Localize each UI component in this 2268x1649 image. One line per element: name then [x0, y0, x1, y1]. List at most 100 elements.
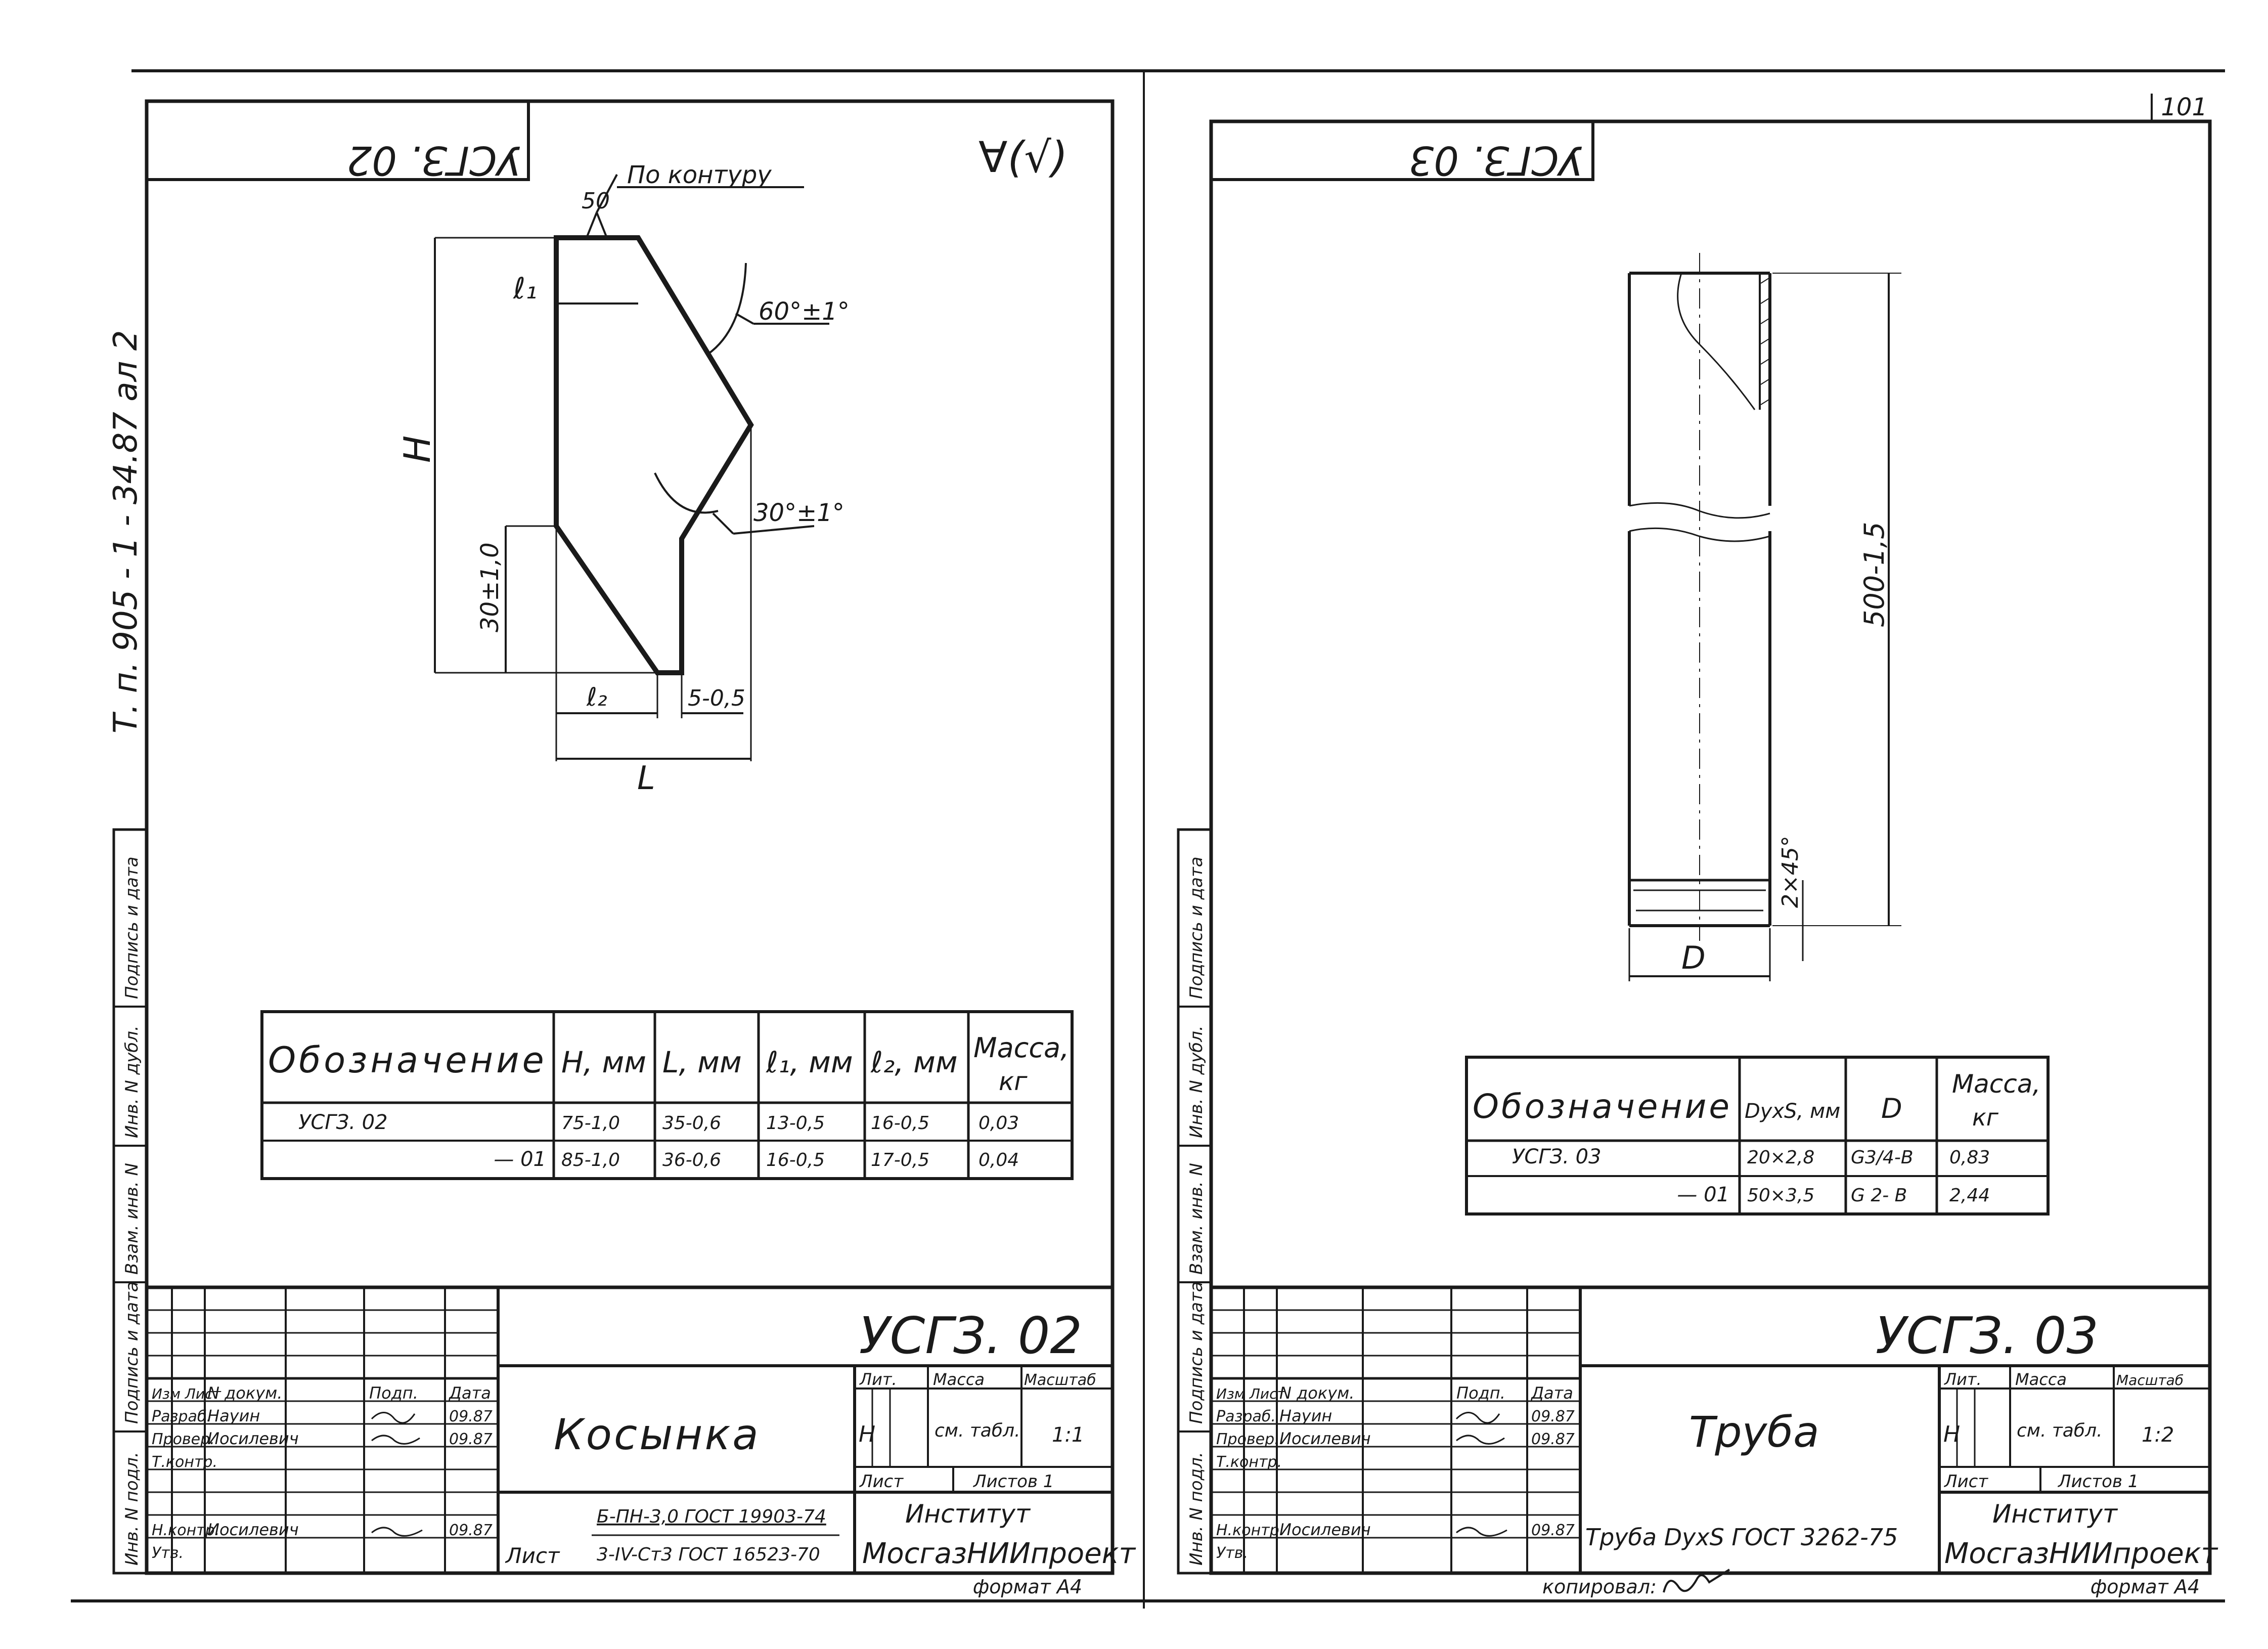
tb-copied: копировал:: [1542, 1576, 1657, 1598]
tb-role: Провер.: [1216, 1430, 1279, 1448]
strip-label-podpis2: Подпись и дата: [122, 856, 142, 999]
th-l2: ℓ₂, мм: [870, 1045, 958, 1079]
tb-mass-value: см. табл.: [935, 1420, 1020, 1441]
th-mass: Масса,: [973, 1032, 1069, 1064]
tb-list: Лист: [859, 1471, 904, 1492]
tb-date: 09.87: [449, 1430, 493, 1448]
cell: G3/4-B: [1851, 1147, 1914, 1168]
tb-mashtab: Масштаб: [2116, 1372, 2184, 1388]
tb-lit: Лит.: [1944, 1370, 1982, 1389]
tb-lit-value: Н: [1943, 1421, 1960, 1447]
angle-30: 30°±1°: [753, 499, 844, 527]
tb-name: Науин: [1279, 1406, 1332, 1425]
tb-lit: Лит.: [859, 1370, 897, 1389]
contour-note: По контуру: [627, 161, 772, 189]
strip-label-inv-podl: Инв. N подл.: [1186, 1452, 1207, 1566]
tb-listov: Листов 1: [2057, 1471, 2139, 1492]
th-dys: DyxS, мм: [1745, 1100, 1840, 1123]
dim-l1: ℓ₁: [513, 271, 537, 306]
right-title-block: Изм Лист Разраб. Провер. Т.контр. Н.конт…: [1211, 1285, 2218, 1598]
tb-name: N докум.: [207, 1383, 282, 1403]
tb-name: Науин: [207, 1406, 260, 1425]
tb-role: Н.контр.: [152, 1522, 219, 1539]
left-sheet-frame: [145, 99, 1115, 1575]
tb-material: Труба DyxS ГОСТ 3262-75: [1585, 1524, 1898, 1551]
left-spec-table: Обозначение H, мм L, мм ℓ₁, мм ℓ₂, мм Ма…: [260, 1010, 1074, 1180]
strip-label-podpis2: Подпись и дата: [1186, 856, 1207, 999]
th-mass-unit: кг: [999, 1067, 1028, 1096]
tb-institute: Институт: [1992, 1499, 2118, 1529]
cell: 0,04: [979, 1150, 1019, 1170]
right-stamp-code: УСГЗ. 03: [1409, 137, 1583, 183]
tb-material-label: Лист: [505, 1543, 560, 1568]
tb-name: N докум.: [1279, 1383, 1354, 1403]
document-code: Т. п. 905 - 1 - 34.87 ал 2: [107, 330, 145, 734]
strip-label-vzam: Взам. инв. N: [122, 1163, 142, 1275]
dim-length: 500-1,5: [1858, 522, 1890, 627]
strip-label-dubl: Инв. N дубл.: [1186, 1025, 1207, 1138]
tb-date: 09.87: [449, 1408, 493, 1425]
th-l: L, мм: [662, 1045, 742, 1079]
tb-institute: Институт: [905, 1499, 1031, 1529]
tb-col-podp: Подп.: [1456, 1383, 1505, 1403]
angle-60: 60°±1°: [759, 297, 850, 326]
tb-name: Иосилевич: [207, 1520, 299, 1539]
tb-role: Т.контр.: [152, 1453, 217, 1471]
tb-role: Изм Лист: [152, 1385, 221, 1402]
th-h: H, мм: [561, 1045, 646, 1079]
th-l1: ℓ₁, мм: [766, 1045, 853, 1079]
cell: 36-0,6: [662, 1150, 721, 1170]
tb-date: 09.87: [1531, 1522, 1575, 1539]
cell: 35-0,6: [662, 1113, 721, 1134]
tb-list: Лист: [1943, 1471, 1988, 1492]
cell: УСГЗ. 02: [298, 1111, 388, 1134]
th-mass: Масса,: [1952, 1069, 2040, 1099]
tb-date: 09.87: [449, 1522, 493, 1539]
tb-format: формат А4: [973, 1576, 1082, 1598]
right-sheet-frame: [1209, 119, 2212, 1575]
tb-institute-name: МосгазНИИпроект: [862, 1537, 1136, 1570]
copied-signature: [1663, 1569, 1730, 1593]
tb-format: формат А4: [2091, 1576, 2200, 1598]
dim-h: H: [396, 436, 438, 463]
cell: 85-1,0: [561, 1150, 620, 1170]
cell: 0,83: [1949, 1147, 1990, 1168]
weld-label: 50: [582, 188, 610, 214]
dim-chamfer: 2×45°: [1777, 836, 1803, 908]
dim-l2: ℓ₂: [586, 682, 607, 712]
tb-name: Иосилевич: [1279, 1429, 1371, 1448]
right-spec-table: Обозначение DyxS, мм D Масса, кг УСГЗ. 0…: [1465, 1056, 2050, 1216]
tb-scale-value: 1:1: [1052, 1423, 1084, 1447]
tb-role: Утв.: [1216, 1544, 1248, 1562]
binding-strip-left: Инв. N подл. Подпись и дата Взам. инв. N…: [112, 828, 148, 1575]
tb-role: Н.контр.: [1216, 1522, 1284, 1539]
tb-listov: Листов 1: [972, 1471, 1054, 1492]
cell: 50×3,5: [1747, 1185, 1814, 1206]
tb-role: Т.контр.: [1216, 1453, 1282, 1471]
strip-label-inv-podl: Инв. N подл.: [122, 1452, 142, 1566]
cell: 16-0,5: [766, 1150, 825, 1170]
right-stamp: УСГЗ. 03: [1211, 121, 1594, 183]
tb-role: Разраб.: [152, 1408, 211, 1425]
cell: УСГЗ. 03: [1512, 1145, 1602, 1168]
tb-name: Иосилевич: [1279, 1520, 1371, 1539]
tb-lit-value: Н: [859, 1421, 875, 1447]
tb-role: Разраб.: [1216, 1408, 1276, 1425]
tb-role: Провер.: [152, 1430, 215, 1448]
roughness-symbol: ∀(√): [979, 133, 1068, 182]
dim-5: 5-0,5: [688, 685, 745, 711]
tb-material-2: 3-IV-Ст3 ГОСТ 16523-70: [597, 1544, 820, 1565]
tb-role: Утв.: [152, 1544, 184, 1562]
strip-label-vzam: Взам. инв. N: [1186, 1163, 1207, 1275]
tb-material-1: Б-ПН-3,0 ГОСТ 19903-74: [597, 1506, 826, 1527]
cell: 13-0,5: [766, 1113, 825, 1134]
th-designation: Обозначение: [1473, 1087, 1732, 1126]
cell: G 2- B: [1851, 1185, 1907, 1206]
cell: 17-0,5: [871, 1150, 929, 1170]
cell: 0,03: [979, 1113, 1019, 1134]
strip-label-dubl: Инв. N дубл.: [122, 1025, 142, 1138]
left-title-block: Изм Лист Разраб. Провер. Т.контр. Н.конт…: [147, 1285, 1136, 1598]
cell: — 01: [1677, 1183, 1729, 1206]
tb-mass-value: см. табл.: [2017, 1420, 2103, 1441]
